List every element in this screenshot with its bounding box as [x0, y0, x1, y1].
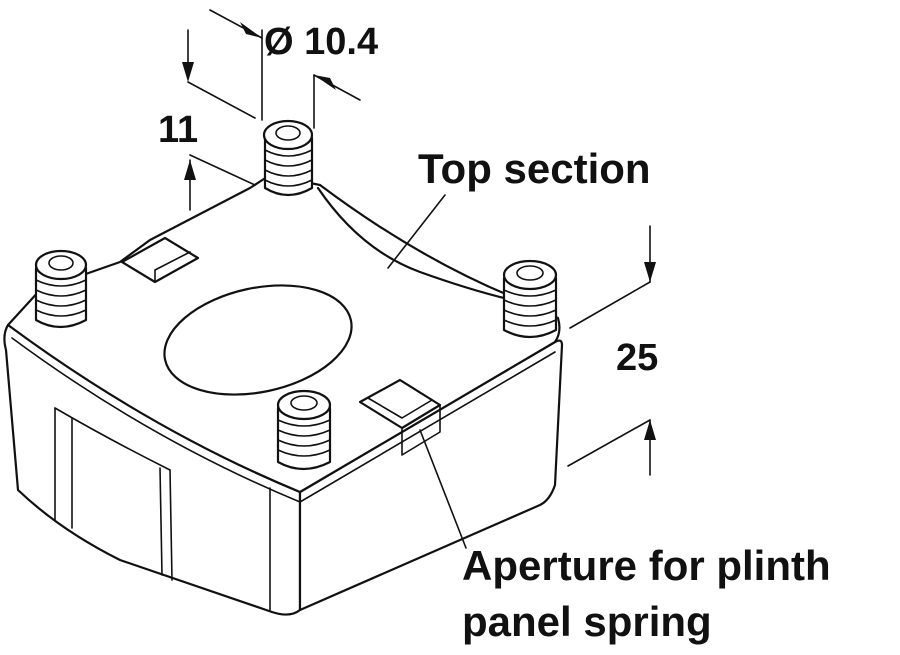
base-right-face — [298, 339, 564, 612]
top-section-callout: Top section — [387, 145, 651, 269]
top-bevel-front — [11, 337, 301, 503]
front-panel-line-6 — [54, 407, 171, 471]
base-block — [3, 173, 564, 616]
top-section-curve — [316, 186, 514, 302]
front-panel-line-3 — [159, 467, 163, 576]
height-dimension: 25 — [567, 225, 658, 476]
aperture-label-line2: panel spring — [462, 598, 712, 645]
pin-height-dimension: 11 — [158, 29, 256, 211]
top-surface — [6, 173, 561, 494]
pin-height-label: 11 — [158, 109, 198, 151]
front-panel-line-4 — [169, 469, 173, 581]
pin-left — [34, 249, 88, 329]
pin-front — [276, 389, 332, 471]
aperture-left — [120, 236, 200, 284]
top-section-label: Top section — [418, 145, 651, 192]
pin-right — [502, 259, 558, 339]
pin-top — [262, 119, 314, 197]
center-circle — [163, 284, 353, 396]
aperture-label-line1: Aperture for plinth — [462, 542, 831, 589]
aperture-callout: Aperture for plinth panel spring — [419, 429, 831, 645]
aperture-right — [358, 378, 442, 456]
top-bevel-right — [299, 351, 556, 503]
diameter-dimension: Ø 10.4 — [209, 9, 378, 129]
height-label: 25 — [616, 337, 658, 379]
diameter-label: Ø 10.4 — [264, 21, 378, 63]
